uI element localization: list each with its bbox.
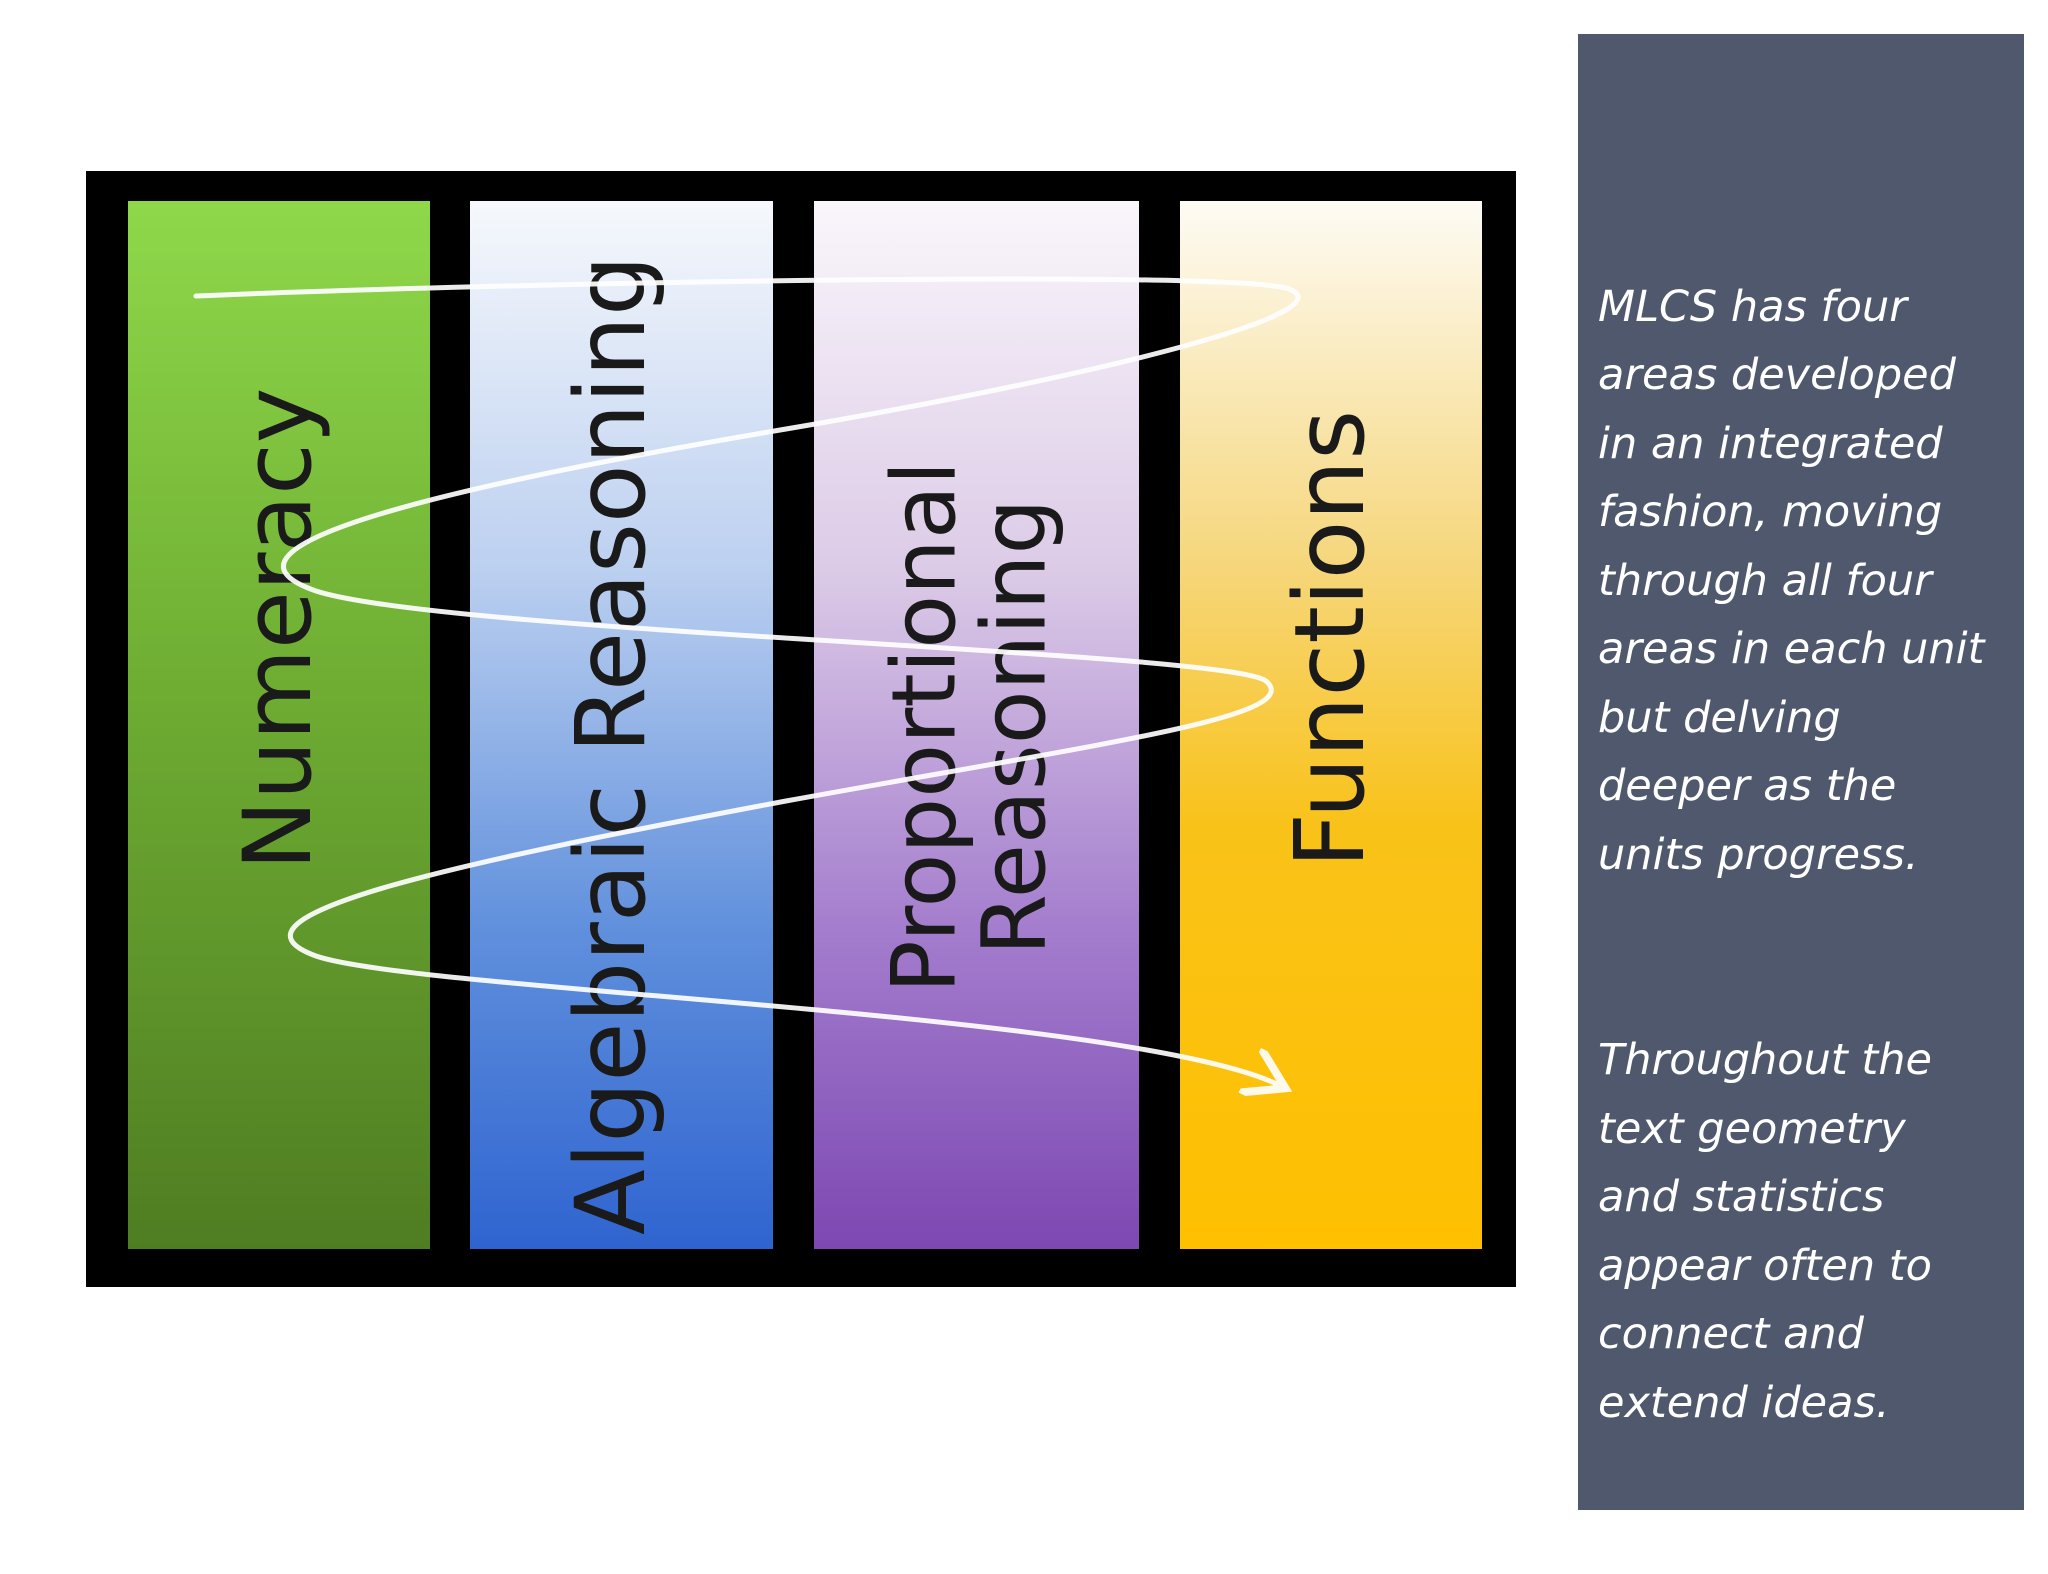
spiral-path — [193, 276, 1301, 1287]
description-panel: MLCS has four areas developed in an inte… — [1578, 34, 2024, 1510]
description-paragraph-1: MLCS has four areas developed in an inte… — [1598, 281, 1985, 880]
description-paragraph-2: Throughout the text geometry and statist… — [1598, 1035, 1932, 1428]
four-areas-diagram: Numeracy Algebraic Reasoning Proportiona… — [86, 171, 1516, 1287]
column-algebraic-reasoning: Algebraic Reasoning — [470, 201, 773, 1249]
spiral-arrow-icon — [193, 276, 1301, 1086]
column-numeracy: Numeracy — [128, 201, 430, 1249]
description-text: MLCS has four areas developed in an inte… — [1598, 204, 2018, 1574]
column-functions: Functions — [1180, 201, 1482, 1249]
column-proportional-reasoning: Proportional Reasoning — [814, 201, 1139, 1249]
